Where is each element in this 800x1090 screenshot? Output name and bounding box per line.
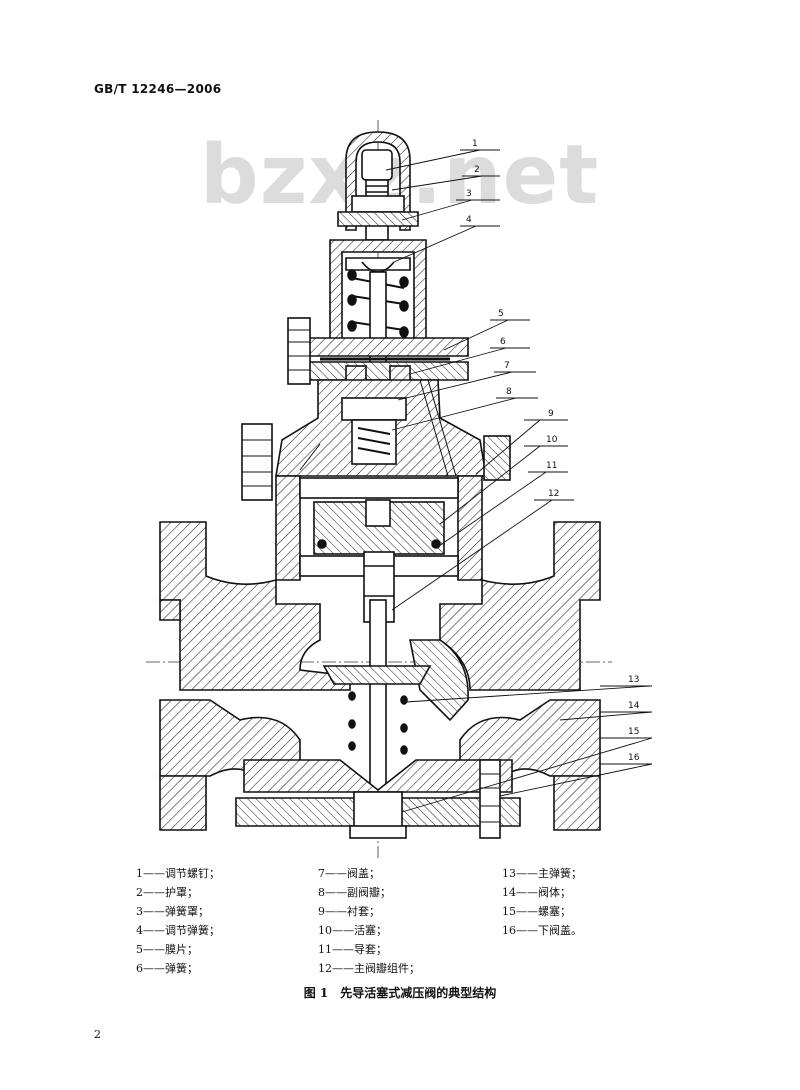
callout-10: 10 xyxy=(546,435,558,445)
standard-code: GB/T 12246—2006 xyxy=(94,82,222,96)
legend-item: 13——主弹簧； xyxy=(502,867,582,880)
callout-11: 11 xyxy=(546,461,557,471)
callout-2: 2 xyxy=(474,165,480,175)
valve-cover xyxy=(241,379,511,501)
callout-8: 8 xyxy=(506,387,512,397)
legend-item: 2——护罩； xyxy=(136,886,198,899)
parts-legend: 1——调节螺钉； 2——护罩； 3——弹簧罩； 4——调节弹簧； 5——膜片； … xyxy=(136,864,656,980)
legend-item: 11——导套； xyxy=(318,943,387,956)
callout-15: 15 xyxy=(628,727,639,737)
figure-caption: 图 1 先导活塞式减压阀的典型结构 xyxy=(303,986,497,1000)
legend-item: 1——调节螺钉； xyxy=(136,867,220,880)
valve-drawing: 1 2 3 4 5 6 7 8 9 10 11 12 13 14 15 16 xyxy=(146,120,653,858)
callout-6: 6 xyxy=(500,337,506,347)
legend-column-2: 7——阀盖； 8——副阀瓣； 9——衬套； 10——活塞； 11——导套； 12… xyxy=(318,864,420,978)
callout-13: 13 xyxy=(628,675,639,685)
legend-item: 12——主阀瓣组件； xyxy=(318,962,420,975)
legend-item: 5——膜片； xyxy=(136,943,198,956)
legend-item: 8——副阀瓣； xyxy=(318,886,391,899)
legend-item: 15——螺塞； xyxy=(502,905,571,918)
legend-column-3: 13——主弹簧； 14——阀体； 15——螺塞； 16——下阀盖。 xyxy=(502,864,582,940)
legend-column-1: 1——调节螺钉； 2——护罩； 3——弹簧罩； 4——调节弹簧； 5——膜片； … xyxy=(136,864,220,978)
legend-item: 16——下阀盖。 xyxy=(502,924,582,937)
diaphragm-flange xyxy=(287,317,469,393)
callout-3: 3 xyxy=(466,189,472,199)
legend-item: 4——调节弹簧； xyxy=(136,924,220,937)
callout-16: 16 xyxy=(628,753,640,763)
leader-lines xyxy=(385,149,653,813)
callout-4: 4 xyxy=(466,215,472,225)
legend-item: 3——弹簧罩； xyxy=(136,905,209,918)
page-number: 2 xyxy=(94,1028,101,1041)
lower-cover xyxy=(235,759,521,839)
legend-item: 10——活塞； xyxy=(318,924,387,937)
legend-item: 6——弹簧； xyxy=(136,962,198,975)
protective-cap xyxy=(337,131,419,241)
callout-5: 5 xyxy=(498,309,504,319)
legend-item: 7——阀盖； xyxy=(318,867,380,880)
callout-7: 7 xyxy=(504,361,510,371)
legend-item: 14——阀体； xyxy=(502,886,571,899)
callout-1: 1 xyxy=(472,139,478,149)
main-disc xyxy=(322,599,432,801)
callout-9: 9 xyxy=(548,409,554,419)
callout-14: 14 xyxy=(628,701,640,711)
legend-item: 9——衬套； xyxy=(318,905,380,918)
callout-12: 12 xyxy=(548,489,559,499)
